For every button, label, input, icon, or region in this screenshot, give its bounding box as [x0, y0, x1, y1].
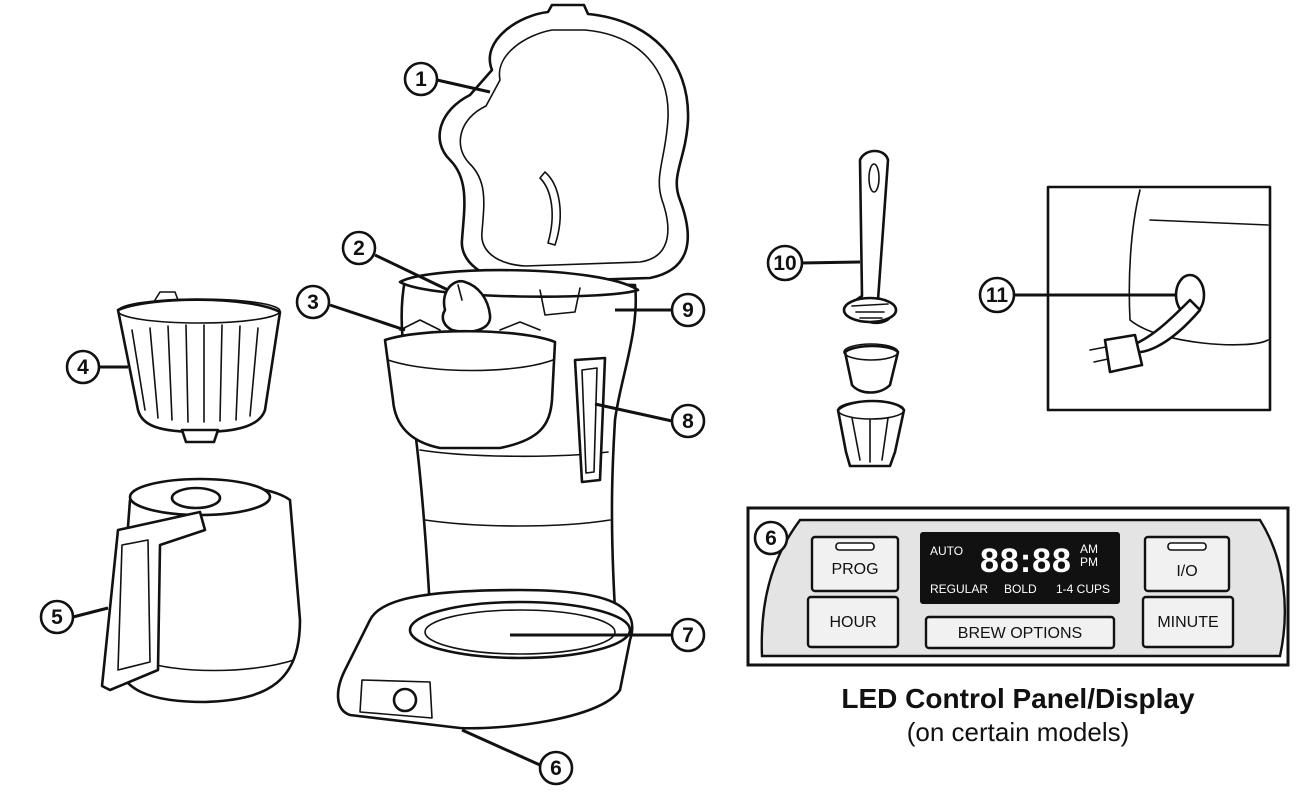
minute-button-label: MINUTE: [1157, 614, 1218, 631]
svg-text:10: 10: [773, 252, 796, 275]
callout-2: 2: [341, 230, 377, 266]
svg-text:8: 8: [682, 410, 694, 433]
single-serve-tool-illustration: [836, 149, 906, 468]
svg-text:3: 3: [307, 291, 319, 314]
callout-3: 3: [295, 284, 331, 320]
callout-7: 7: [670, 617, 706, 653]
coffee-maker-body: [336, 268, 640, 730]
svg-text:1: 1: [415, 68, 427, 91]
display-pm-indicator: PM: [1080, 555, 1098, 569]
svg-text:2: 2: [353, 237, 365, 260]
panel-caption: LED Control Panel/Display (on certain mo…: [748, 682, 1288, 748]
display-bold-indicator: BOLD: [1004, 582, 1037, 596]
led-display: AUTO 88:88 AM PM REGULAR BOLD 1-4 CUPS: [920, 532, 1120, 604]
svg-text:9: 9: [682, 299, 694, 322]
brew-options-button-label: BREW OPTIONS: [958, 625, 1082, 642]
minute-button[interactable]: MINUTE: [1141, 595, 1235, 649]
callout-9: 9: [670, 292, 706, 328]
callout-8: 8: [670, 403, 706, 439]
lid-illustration: [438, 3, 690, 284]
display-am-indicator: AM: [1080, 542, 1098, 556]
callout-4: 4: [65, 349, 101, 385]
prog-button-label: PROG: [831, 561, 878, 578]
carafe-illustration: [100, 477, 302, 704]
brew-options-button[interactable]: BREW OPTIONS: [924, 615, 1116, 650]
hour-button[interactable]: HOUR: [806, 595, 900, 649]
power-cord-inset: [1046, 185, 1272, 412]
callout-11: 11: [978, 276, 1016, 314]
display-digits: 88:88: [980, 542, 1072, 580]
svg-text:6: 6: [765, 527, 777, 550]
callout-5: 5: [39, 599, 75, 635]
power-button[interactable]: I/O: [1143, 535, 1231, 593]
callout-6-panel: 6: [753, 520, 789, 556]
svg-text:11: 11: [986, 284, 1009, 307]
hour-button-label: HOUR: [829, 614, 876, 631]
panel-caption-subtitle: (on certain models): [906, 717, 1130, 747]
svg-text:7: 7: [682, 624, 694, 647]
power-button-label: I/O: [1176, 563, 1197, 580]
prog-button[interactable]: PROG: [810, 535, 900, 593]
display-regular-indicator: REGULAR: [930, 582, 988, 596]
callout-10: 10: [766, 244, 804, 282]
panel-caption-title: LED Control Panel/Display: [841, 683, 1195, 714]
display-cups-indicator: 1-4 CUPS: [1056, 582, 1110, 596]
callout-1: 1: [403, 61, 439, 97]
leader-lines: [72, 78, 1175, 767]
callout-6-base: 6: [538, 750, 574, 786]
filter-basket-illustration: [116, 291, 282, 444]
svg-text:5: 5: [51, 606, 63, 629]
display-auto-indicator: AUTO: [930, 544, 963, 558]
svg-text:6: 6: [550, 757, 562, 780]
svg-text:4: 4: [77, 356, 89, 379]
